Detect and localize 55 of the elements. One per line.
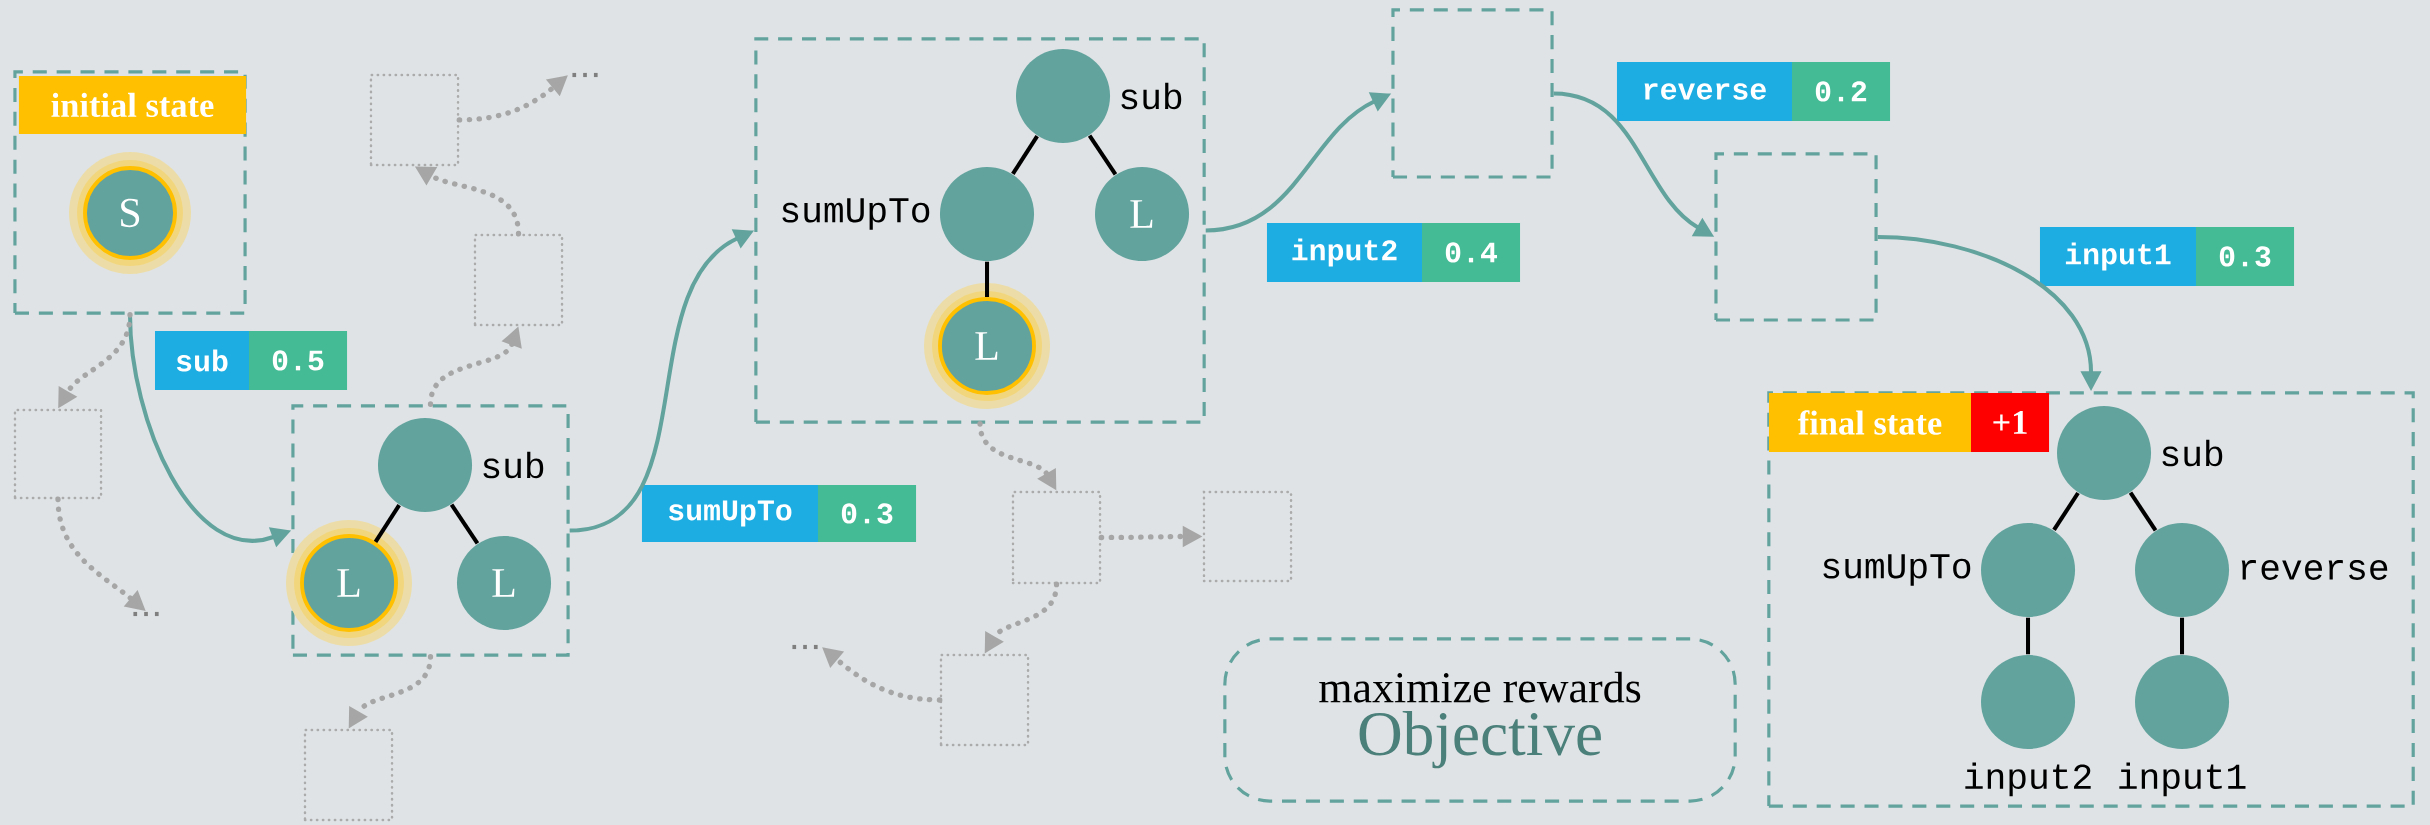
action-tag: input1 <box>2039 226 2197 286</box>
node-label: input2 <box>1965 762 2091 797</box>
tree-edge <box>2026 617 2031 655</box>
ellipsis: ... <box>792 644 818 650</box>
node-label: sub <box>483 451 544 479</box>
probability-tag: 0.5 <box>249 330 348 390</box>
node-label: reverse <box>2241 560 2388 580</box>
state-tag: initial state <box>18 75 247 134</box>
state-box <box>1391 8 1554 179</box>
placeholder-box <box>473 233 564 327</box>
tree-node-circle <box>1981 654 2076 749</box>
node-label: sumUpTo <box>1823 554 1971 586</box>
reward-tag: +1 <box>1971 393 2050 452</box>
probability-tag: 0.4 <box>1422 222 1521 282</box>
tree-edge <box>985 261 990 298</box>
action-tag: input2 <box>1266 222 1423 282</box>
node-label: sub <box>1121 82 1182 110</box>
tree-edge <box>2180 617 2185 655</box>
tree-edge <box>2128 491 2158 532</box>
tree-node-circle <box>1016 48 1111 143</box>
tree-edge <box>449 503 480 545</box>
state-tag: final state <box>1768 393 1972 452</box>
tree-edge <box>2052 491 2080 532</box>
action-tag: sumUpTo <box>641 484 819 542</box>
node-label: input1 <box>2119 762 2246 797</box>
probability-tag: 0.2 <box>1792 62 1891 121</box>
placeholder-box <box>939 653 1030 747</box>
tree-edge <box>1011 135 1039 175</box>
state-box <box>291 404 570 657</box>
objective-box: maximize rewards Objective <box>1223 637 1737 803</box>
placeholder-box <box>13 408 103 500</box>
placeholder-box <box>369 73 460 167</box>
probability-tag: 0.3 <box>2196 226 2295 286</box>
tree-edge <box>1087 134 1118 176</box>
state-box <box>1714 152 1878 322</box>
tree-node-circle <box>940 166 1035 261</box>
tree-node-circle <box>2135 654 2230 749</box>
tree-node-circle <box>2057 405 2152 500</box>
tree-edge <box>373 504 401 543</box>
tree-node-circle <box>2135 522 2230 618</box>
tree-node-circle <box>378 417 473 512</box>
action-tag: reverse <box>1616 62 1793 121</box>
node-label: sub <box>2162 439 2223 467</box>
state-box <box>13 70 247 315</box>
action-tag: sub <box>155 330 250 390</box>
node-label: sumUpTo <box>782 198 930 230</box>
placeholder-box <box>303 728 394 822</box>
probability-tag: 0.3 <box>818 484 917 542</box>
tree-node-circle <box>1981 522 2076 618</box>
state-box <box>754 37 1206 424</box>
ellipsis: ... <box>572 72 598 78</box>
ellipsis: ... <box>133 611 159 617</box>
placeholder-box <box>1011 490 1102 585</box>
placeholder-box <box>1202 490 1293 583</box>
state-box <box>1767 391 2415 808</box>
